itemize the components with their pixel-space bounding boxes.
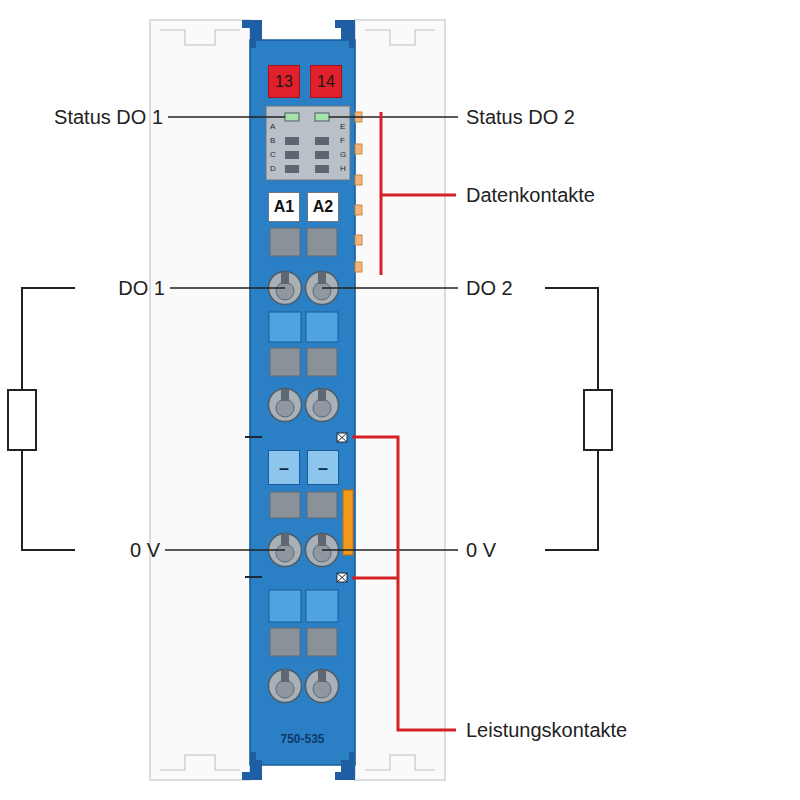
ghost-module: [150, 20, 250, 780]
terminal-number-text: 13: [275, 74, 293, 90]
data-contact: [355, 235, 362, 245]
release-button: [307, 348, 337, 376]
terminal-clamp: [306, 670, 339, 703]
led-window: [315, 165, 329, 173]
rail-clip: [242, 752, 262, 780]
bracket-label: Datenkontakte: [466, 184, 595, 206]
status-led: [315, 113, 329, 121]
led-window: [315, 137, 329, 145]
led-window: [285, 165, 299, 173]
polarity-label-text: –: [318, 459, 328, 477]
data-contact: [355, 144, 362, 154]
ghost-outline: [365, 755, 435, 770]
contact-tick: [245, 436, 262, 438]
leader-line: [170, 287, 285, 289]
led-window: [285, 151, 299, 159]
load-wire: [22, 288, 75, 390]
release-button: [270, 348, 300, 376]
led-letter: C: [270, 151, 276, 160]
load-wire: [22, 450, 75, 550]
rail-clip: [335, 20, 355, 48]
release-button: [270, 492, 300, 518]
signal-label: 0 V: [466, 539, 496, 561]
signal-label: DO 1: [118, 277, 165, 299]
power-contact: [337, 433, 347, 442]
module-body: [250, 40, 355, 765]
bracket: [381, 194, 456, 197]
led-letter: A: [270, 123, 275, 132]
polarity-label: –: [307, 450, 339, 485]
polarity-label-text: –: [279, 459, 289, 477]
release-button: [270, 228, 300, 256]
leader-line: [329, 116, 458, 118]
signal-label: DO 2: [466, 277, 513, 299]
terminal-clamp: [306, 389, 339, 422]
signal-label: 0 V: [130, 539, 160, 561]
bracket-label: Leistungskontakte: [466, 719, 627, 741]
led-letter: E: [340, 123, 345, 132]
status-label: Status DO 2: [466, 106, 575, 128]
channel-label-text: A2: [313, 199, 333, 215]
bracket: [352, 577, 398, 580]
contact-tick: [245, 576, 262, 578]
io-module-text: 750-535: [280, 733, 324, 745]
release-button: [270, 628, 300, 656]
resistor-symbol: [584, 390, 612, 450]
terminal-number: 13: [268, 65, 300, 98]
channel-label: A1: [268, 192, 300, 222]
terminal-clamp: [269, 389, 302, 422]
bracket: [352, 437, 456, 730]
led-letter: G: [340, 151, 346, 160]
marker-slot: [269, 312, 301, 342]
release-button: [307, 492, 337, 518]
rail-clip: [335, 752, 355, 780]
leader-line: [168, 116, 285, 118]
data-contact: [355, 175, 362, 185]
power-contact: [337, 433, 347, 442]
ghost-module: [355, 20, 445, 780]
load-wire: [545, 450, 598, 550]
leader-line: [165, 549, 285, 551]
resistor-symbol: [8, 390, 36, 450]
io-module: 750-535 13 14A1 A2 – –: [250, 40, 355, 765]
ghost-outline: [160, 30, 240, 45]
marker-slot: [269, 590, 301, 622]
ghost-outline: [365, 30, 435, 45]
led-letter: F: [340, 137, 345, 146]
leader-line: [322, 287, 458, 289]
load-wire: [545, 288, 598, 390]
led-letter: H: [340, 165, 346, 174]
power-jumper: [343, 490, 353, 555]
led-window: [315, 151, 329, 159]
marker-slot: [306, 312, 338, 342]
ghost-outline: [160, 755, 240, 770]
release-button: [307, 628, 337, 656]
power-contact: [337, 573, 347, 582]
release-button: [307, 228, 337, 256]
terminal-clamp: [269, 670, 302, 703]
data-contact: [355, 262, 362, 272]
power-contact: [337, 573, 347, 582]
led-letter: D: [270, 165, 276, 174]
leader-line: [322, 549, 458, 551]
channel-label: A2: [307, 192, 339, 222]
rail-clip: [242, 20, 262, 48]
terminal-number: 14: [310, 65, 342, 98]
marker-slot: [306, 590, 338, 622]
led-letter: B: [270, 137, 275, 146]
polarity-label: –: [268, 450, 300, 485]
status-led: [285, 113, 299, 121]
terminal-number-text: 14: [317, 74, 335, 90]
channel-label-text: A1: [274, 199, 294, 215]
led-window: [285, 137, 299, 145]
data-contact: [355, 205, 362, 215]
status-label: Status DO 1: [54, 106, 163, 128]
